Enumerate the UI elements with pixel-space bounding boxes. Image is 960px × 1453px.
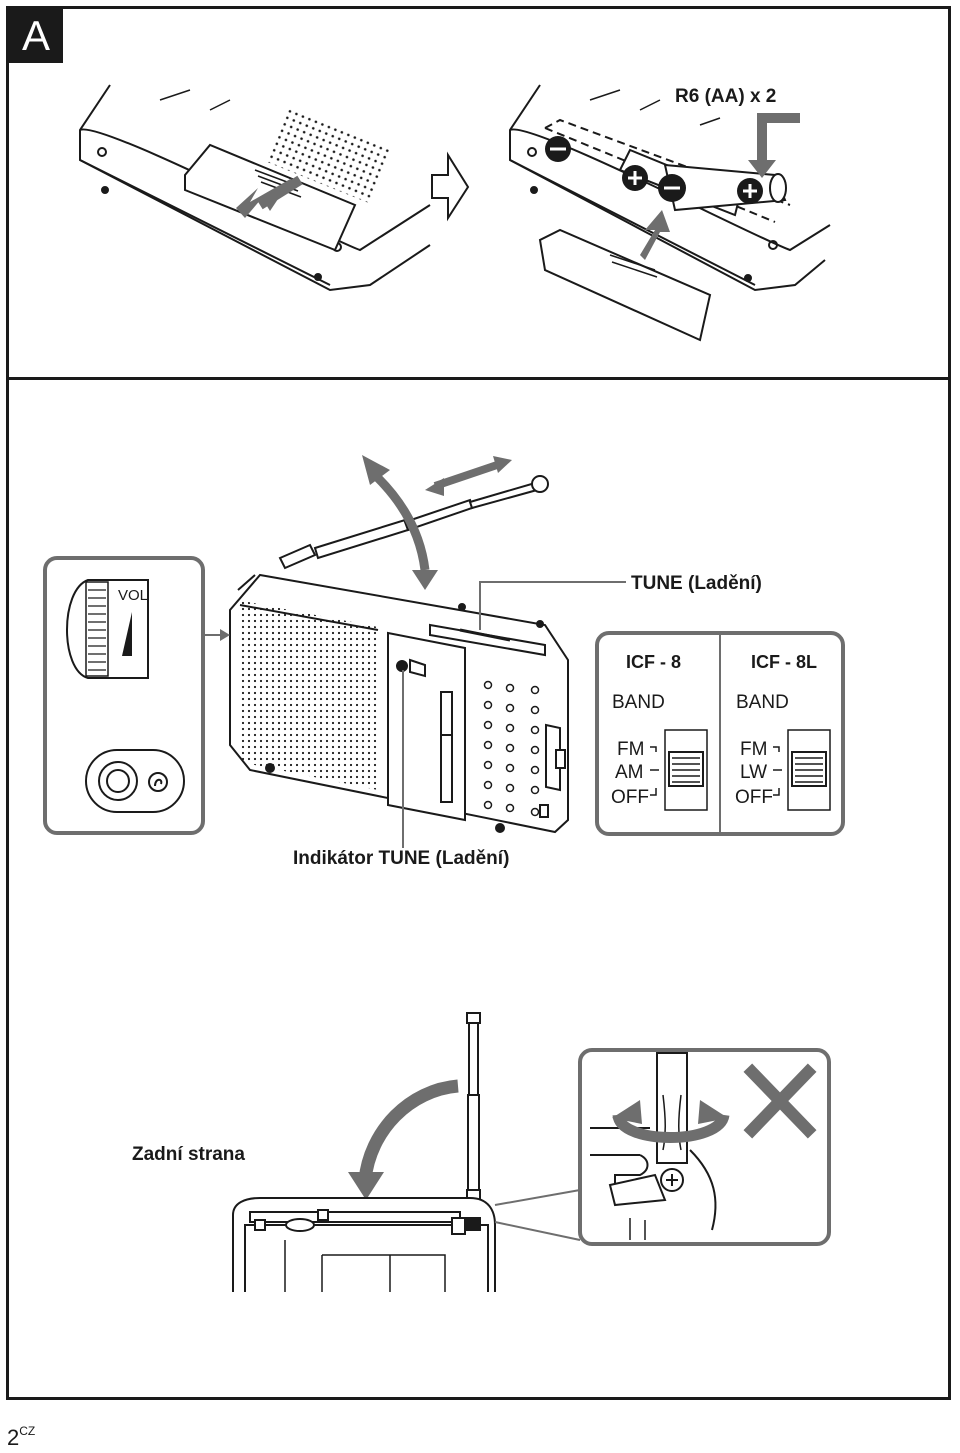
page-frame bbox=[6, 6, 951, 1400]
band-left-model: ICF - 8 bbox=[626, 652, 681, 672]
band-right-pos-1: FM bbox=[740, 739, 767, 760]
band-table bbox=[595, 631, 845, 836]
vol-label: VOL bbox=[118, 587, 148, 604]
band-left-pos-1: FM bbox=[617, 739, 644, 760]
battery-cover-detached bbox=[538, 210, 712, 342]
back-side-label: Zadní strana bbox=[132, 1144, 245, 1165]
vol-inset-panel bbox=[43, 556, 205, 835]
next-step-arrow-icon bbox=[431, 151, 470, 222]
antenna-rotate-arrow-icon bbox=[362, 455, 438, 590]
section-letter: A bbox=[9, 9, 63, 63]
band-left-pos-3: OFF bbox=[611, 787, 649, 808]
speaker-holes bbox=[483, 680, 540, 817]
callout-lines bbox=[205, 581, 626, 848]
band-right-pos-2: LW bbox=[740, 762, 767, 783]
band-left-label: BAND bbox=[612, 692, 665, 713]
band-right-label: BAND bbox=[736, 692, 789, 713]
insert-arrow-icon bbox=[748, 113, 800, 178]
antenna-extend-arrow-icon bbox=[425, 456, 512, 496]
band-right-model: ICF - 8L bbox=[751, 652, 817, 672]
fold-antenna-arrow-icon bbox=[348, 1079, 459, 1200]
rotate-arrows-icon bbox=[612, 1100, 730, 1143]
tune-indicator-label: Indikátor TUNE (Ladění) bbox=[293, 848, 510, 869]
page-suffix: CZ bbox=[19, 1424, 36, 1438]
antenna-zoom-inset bbox=[578, 1048, 831, 1246]
radio-back-body bbox=[232, 1197, 496, 1292]
prohibited-x-icon bbox=[743, 1063, 817, 1139]
page-number: 2CZ bbox=[7, 1424, 35, 1451]
tune-label: TUNE (Ladění) bbox=[631, 573, 762, 594]
minus-terminal-icon bbox=[545, 136, 571, 162]
radio-back-cover-closed bbox=[79, 84, 431, 292]
section-divider bbox=[6, 377, 951, 380]
battery-cell-bottom bbox=[658, 163, 787, 212]
page-number-value: 2 bbox=[7, 1425, 20, 1450]
slide-arrow-icon bbox=[236, 175, 303, 218]
earphone-icon bbox=[148, 772, 168, 792]
battery-label: R6 (AA) x 2 bbox=[675, 86, 777, 107]
band-right-pos-3: OFF bbox=[735, 787, 773, 808]
telescopic-antenna bbox=[278, 475, 549, 570]
band-left-pos-2: AM bbox=[615, 762, 644, 783]
radio-body bbox=[229, 573, 569, 834]
zoom-callout-lines bbox=[494, 1189, 581, 1241]
vertical-antenna bbox=[466, 1012, 481, 1221]
